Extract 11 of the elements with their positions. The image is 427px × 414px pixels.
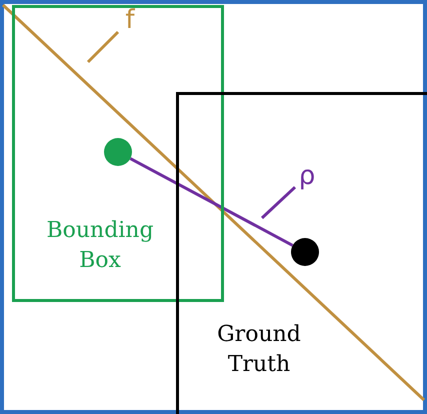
- center-dot: [291, 238, 319, 266]
- center-dot: [104, 138, 132, 166]
- box-label: Ground Truth: [216, 321, 302, 379]
- leader-line: [86, 30, 120, 64]
- line-label: f: [118, 4, 142, 36]
- leader-line: [260, 186, 296, 220]
- bounding-box-outline: [12, 5, 224, 302]
- box-label: Bounding Box: [45, 217, 155, 275]
- distance-label: ρ: [295, 160, 319, 192]
- distance-line: [130, 157, 294, 247]
- ground-truth-outline: [176, 92, 427, 414]
